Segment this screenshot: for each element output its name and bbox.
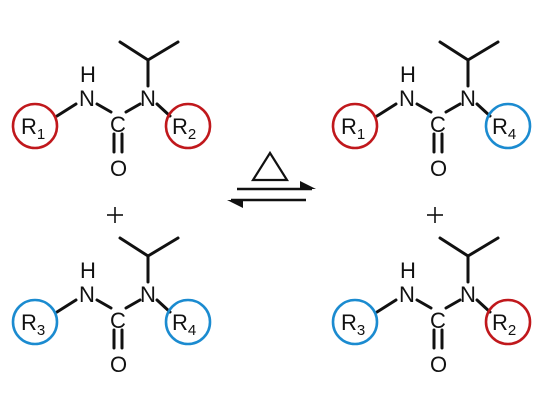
nh-hydrogen: H [400,258,416,283]
r4-circle [164,298,212,346]
nh-nitrogen: N [399,86,415,111]
r2-label: R2 [172,114,196,143]
equilibrium-arrows [227,150,316,208]
molecule-top-right: H N C O N R1 R4 [331,40,532,181]
plus-sign-right [427,207,443,223]
carbonyl-oxygen: O [430,156,447,181]
nh-hydrogen: H [80,62,96,87]
carbonyl-carbon: C [110,308,126,333]
carbonyl-oxygen: O [430,352,447,377]
r1-circle [331,102,379,150]
molecule-bottom-right: H N C O N R3 R2 [331,236,532,377]
r2-circle [484,298,532,346]
nh-nitrogen: N [79,282,95,307]
nh-hydrogen: H [80,258,96,283]
r1-circle [11,102,59,150]
amine-nitrogen: N [140,282,156,307]
triangle-icon [251,150,289,182]
r3-circle [331,298,379,346]
carbonyl-carbon: C [110,112,126,137]
nh-nitrogen: N [79,86,95,111]
amine-nitrogen: N [460,86,476,111]
r3-label: R3 [341,310,365,339]
nh-nitrogen: N [399,282,415,307]
r3-label: R3 [21,310,45,339]
r2-circle [164,102,212,150]
plus-sign-left [107,207,123,223]
r4-label: R4 [172,310,196,339]
carbonyl-carbon: C [430,112,446,137]
nh-hydrogen: H [400,62,416,87]
r4-circle [484,102,532,150]
carbonyl-oxygen: O [110,352,127,377]
r1-label: R1 [21,114,45,143]
carbonyl-carbon: C [430,308,446,333]
amine-nitrogen: N [460,282,476,307]
r1-label: R1 [341,114,365,143]
r2-label: R2 [492,310,516,339]
r3-circle [11,298,59,346]
amine-nitrogen: N [140,86,156,111]
r4-label: R4 [492,114,516,143]
molecule-bottom-left: H N C O N R3 R4 [11,236,212,377]
molecule-top-left: H N C O N R1 R2 [11,40,212,181]
carbonyl-oxygen: O [110,156,127,181]
